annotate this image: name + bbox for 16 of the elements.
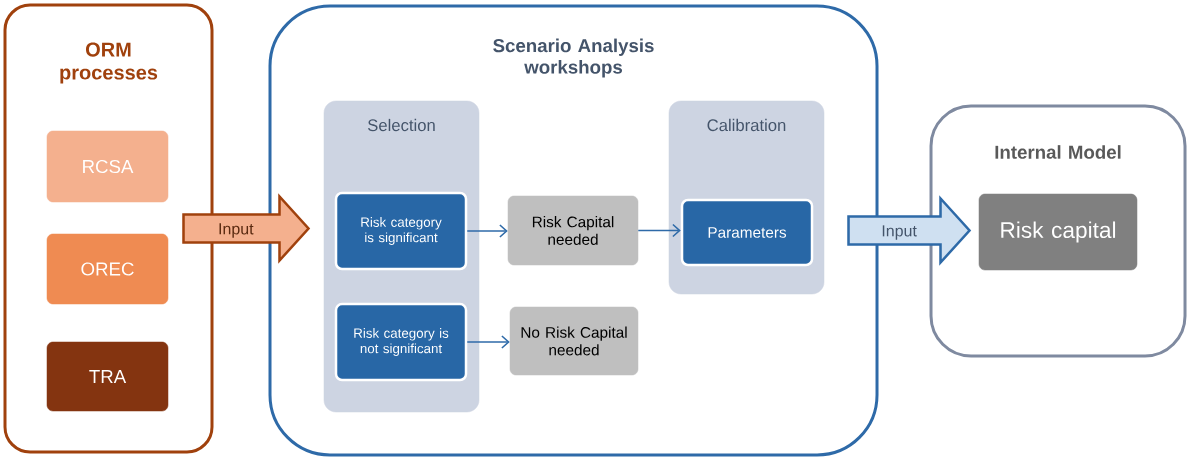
block-arrow xyxy=(847,195,972,266)
process-box: Parameters xyxy=(680,198,814,267)
process-box: TRA xyxy=(46,341,169,412)
arrow xyxy=(637,223,681,238)
result-box: No Risk Capital needed xyxy=(509,306,639,376)
arrow xyxy=(466,335,510,349)
output-box: Risk capital xyxy=(978,193,1138,271)
edge-label: Input xyxy=(219,223,254,238)
process-box: OREC xyxy=(46,233,169,305)
block-arrow xyxy=(182,193,311,264)
process-box: RCSA xyxy=(46,130,169,203)
result-box: Risk Capital needed xyxy=(507,195,639,266)
arrow xyxy=(466,224,508,238)
edge-label: Input xyxy=(882,225,917,240)
process-box: Risk category is not significant xyxy=(334,302,468,382)
process-box: Risk category is significant xyxy=(334,191,468,271)
